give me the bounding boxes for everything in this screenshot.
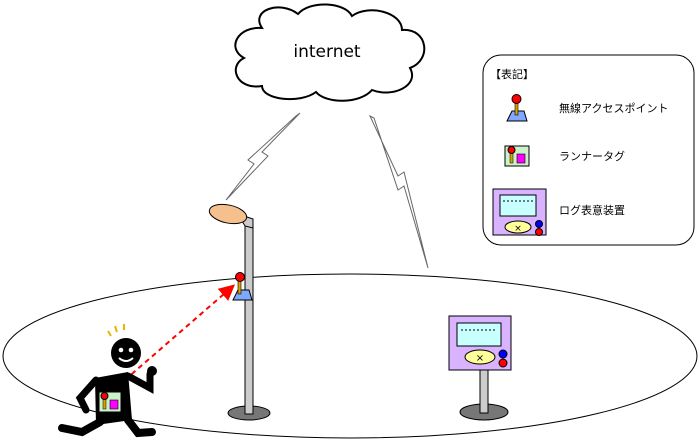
- lamp-head: [208, 203, 248, 225]
- signal-lightning-left: [225, 112, 301, 201]
- track-ellipse: [2, 273, 698, 439]
- lamp-pole: [244, 221, 254, 415]
- internet-cloud: internet: [234, 3, 426, 102]
- lamp-post: [208, 203, 271, 421]
- legend: 【表記】 無線アクセスポイント ランナータグ × ログ表意装置: [482, 54, 695, 246]
- access-point-icon: [232, 272, 253, 301]
- legend-label-runner-tag: ランナータグ: [559, 149, 625, 163]
- log-display-device: ×: [448, 315, 512, 421]
- legend-runner-tag-icon: [504, 145, 530, 167]
- cloud-label: internet: [293, 42, 361, 62]
- display-button-blue: [498, 349, 508, 359]
- legend-label-log-display: ログ表意装置: [559, 203, 625, 217]
- legend-log-display-icon: ×: [492, 188, 547, 236]
- runner-tag: [98, 391, 122, 413]
- legend-access-point-icon: [506, 94, 528, 122]
- svg-text:×: ×: [514, 224, 522, 234]
- legend-title: 【表記】: [490, 67, 534, 81]
- display-button-red: [498, 358, 508, 368]
- signal-lightning-right: [368, 114, 429, 269]
- legend-label-access-point: 無線アクセスポイント: [559, 101, 668, 115]
- display-screen: [456, 322, 502, 347]
- display-oval: [464, 349, 496, 365]
- runner-head: [111, 338, 141, 368]
- runner-figure: [58, 324, 157, 438]
- display-mark: ×: [476, 353, 484, 364]
- tag-signal-arrow: [117, 284, 236, 387]
